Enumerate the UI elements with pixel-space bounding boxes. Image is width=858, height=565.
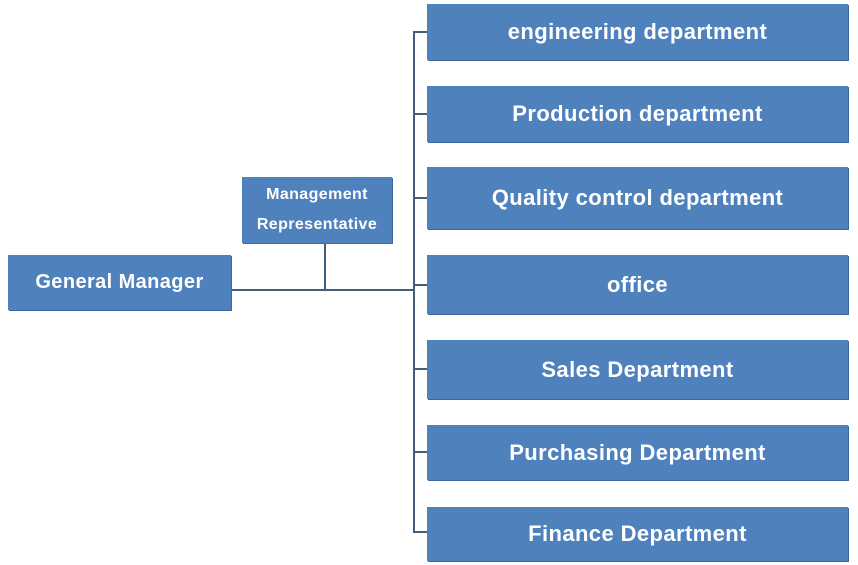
connector-branch-engineering xyxy=(413,31,427,33)
node-label: Production department xyxy=(512,101,763,126)
connector-representative-drop xyxy=(324,243,326,290)
node-label-line-2: Representative xyxy=(256,216,378,233)
connector-branch-office xyxy=(413,284,427,286)
connector-branch-quality xyxy=(413,197,427,199)
connector-branch-purchasing xyxy=(413,451,427,453)
node-general-manager: General Manager xyxy=(8,255,231,310)
node-management-representative: Management Representative xyxy=(242,177,392,243)
node-engineering-department: engineering department xyxy=(427,4,848,60)
connector-branch-finance xyxy=(413,531,427,533)
connector-vertical-trunk xyxy=(413,31,415,533)
connector-branch-sales xyxy=(413,368,427,370)
node-quality-control-department: Quality control department xyxy=(427,167,848,229)
node-office: office xyxy=(427,255,848,314)
node-label: Quality control department xyxy=(491,185,784,210)
node-label-line-1: Management xyxy=(266,186,368,203)
connector-branch-production xyxy=(413,113,427,115)
node-production-department: Production department xyxy=(427,86,848,142)
node-label: General Manager xyxy=(35,271,204,293)
node-label: engineering department xyxy=(507,19,768,44)
node-finance-department: Finance Department xyxy=(427,507,848,561)
node-label: Purchasing Department xyxy=(509,439,766,465)
node-label: office xyxy=(606,271,669,297)
node-label: Sales Department xyxy=(541,356,734,382)
node-sales-department: Sales Department xyxy=(427,340,848,399)
node-label: Finance Department xyxy=(528,521,747,546)
connector-root-to-trunk xyxy=(231,289,415,291)
node-purchasing-department: Purchasing Department xyxy=(427,425,848,480)
